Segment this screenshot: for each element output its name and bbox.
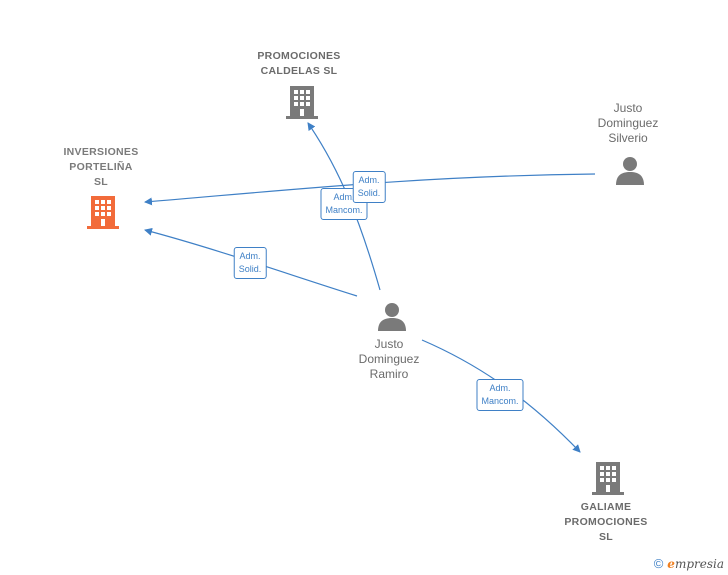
building-icon[interactable] [591, 460, 625, 496]
node-label-inversiones-porteliña[interactable]: INVERSIONES PORTELIÑA SL [63, 146, 139, 188]
node-label-galiame-promociones[interactable]: GALIAME PROMOCIONES SL [564, 501, 648, 543]
empresia-logo[interactable]: empresia [667, 556, 724, 571]
edge-label-silverio-inversiones[interactable]: Adm. Solid. [352, 171, 386, 203]
footer-brand: © empresia [654, 556, 724, 571]
edge-label-ramiro-galiame[interactable]: Adm. Mancom. [476, 379, 524, 411]
person-icon[interactable] [614, 154, 646, 186]
copyright-icon: © [653, 556, 664, 571]
building-icon[interactable] [285, 84, 319, 120]
node-label-justo-dominguez-ramiro[interactable]: Justo Dominguez Ramiro [358, 337, 420, 381]
person-icon[interactable] [376, 300, 408, 332]
building-icon[interactable] [86, 194, 120, 230]
node-label-justo-dominguez-silverio[interactable]: Justo Dominguez Silverio [597, 101, 659, 145]
node-label-promociones-caldelas[interactable]: PROMOCIONES CALDELAS SL [257, 50, 341, 77]
edge-label-ramiro-caldelas[interactable]: Adm. Mancom. [320, 188, 368, 220]
edge-label-ramiro-inversiones[interactable]: Adm. Solid. [233, 247, 267, 279]
